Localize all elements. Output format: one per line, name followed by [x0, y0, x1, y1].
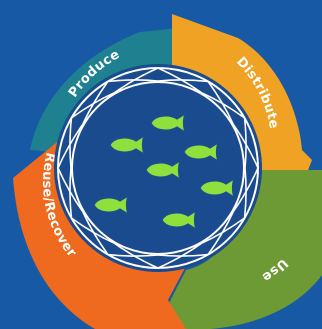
net-strand	[114, 67, 159, 94]
net-strand	[69, 117, 73, 169]
inner-boundary	[71, 81, 245, 255]
net-ring	[57, 67, 259, 269]
net-strand	[243, 167, 247, 219]
net-strand	[201, 91, 246, 119]
net-strand	[207, 211, 235, 256]
net-strand	[81, 80, 109, 125]
net-strand	[157, 79, 209, 83]
net-strand	[232, 124, 259, 169]
net-strand	[107, 253, 159, 257]
segment-use	[168, 170, 322, 329]
net-strand	[157, 242, 202, 269]
segment-distribute	[172, 14, 312, 196]
net-strand	[70, 217, 115, 245]
net-strand	[57, 167, 84, 212]
